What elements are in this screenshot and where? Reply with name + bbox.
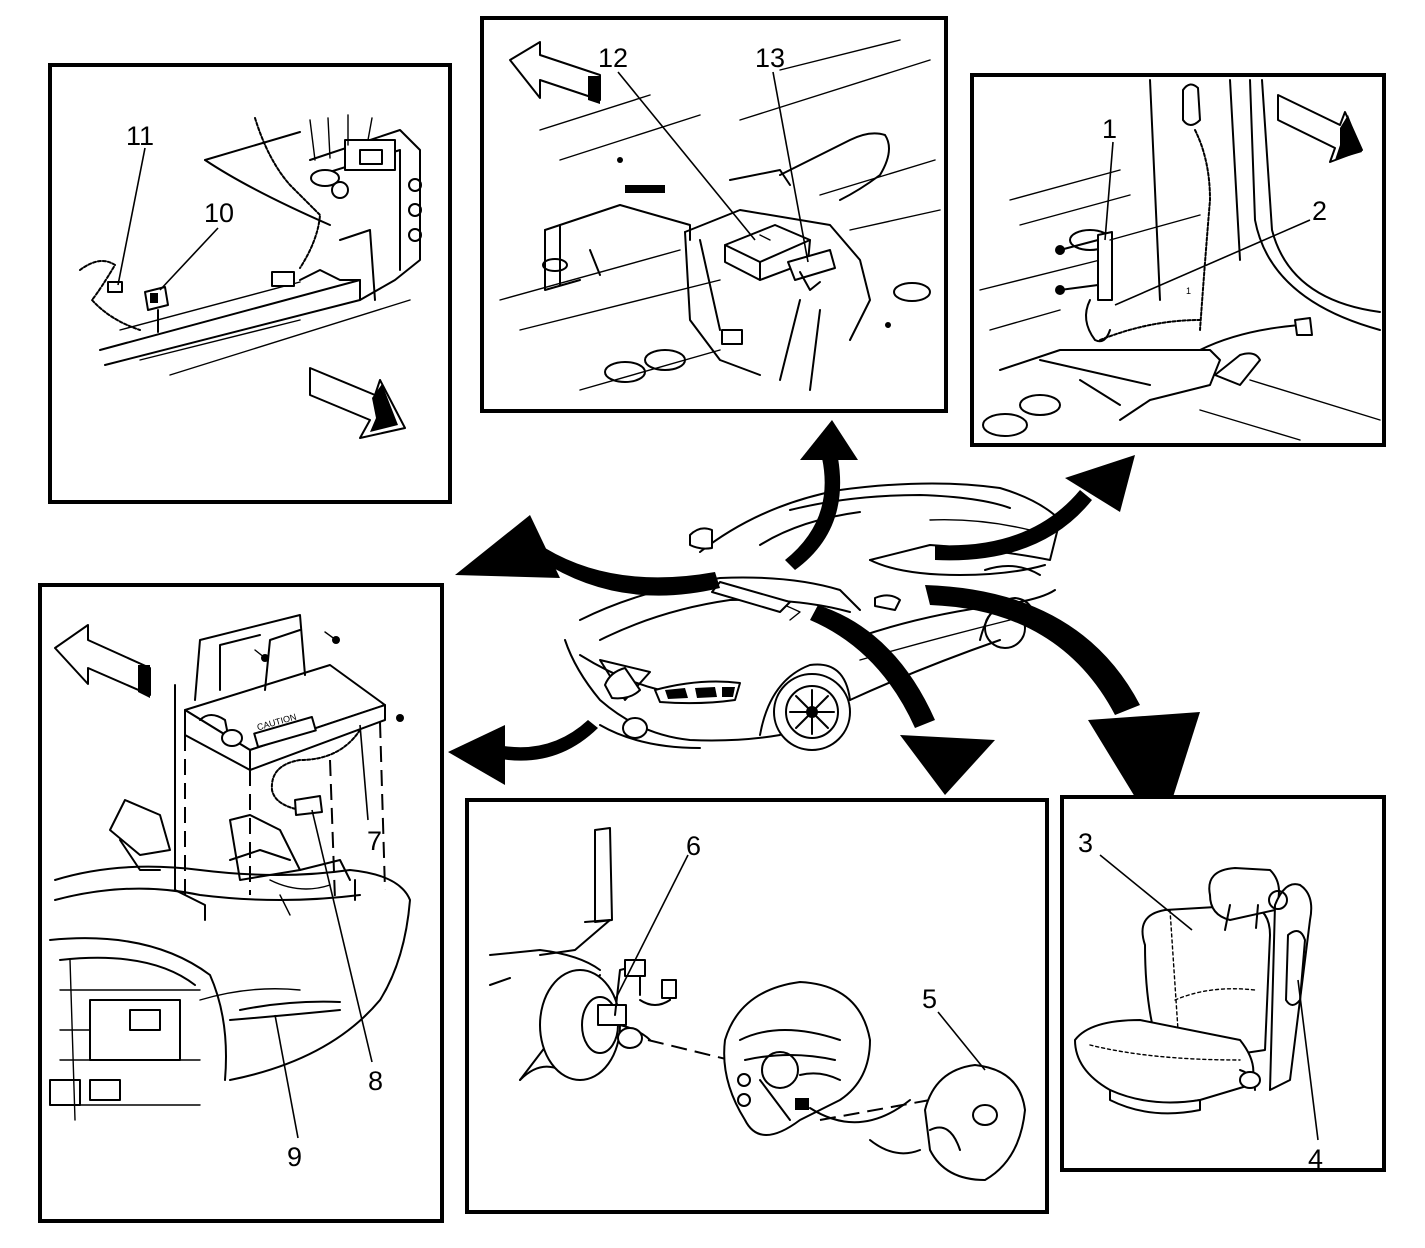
panel-instrument-panel-airbag: CAUTION [38, 583, 444, 1223]
callout-1: 1 [1102, 114, 1117, 144]
callout-2: 2 [1312, 196, 1327, 226]
callout-3: 3 [1078, 828, 1093, 858]
panel-rear-sensor-connector: 11 10 [48, 63, 452, 504]
panel-direction-arrow [54, 624, 151, 698]
callout-7: 7 [367, 826, 382, 856]
callout-6: 6 [686, 831, 701, 861]
panel-seat-side-airbag: 3 4 [1060, 795, 1386, 1174]
callout-4: 4 [1308, 1144, 1323, 1174]
arrow-to-bottom-center-panel [810, 605, 995, 795]
panel-direction-arrow [309, 367, 406, 439]
callout-13: 13 [755, 43, 785, 73]
arrow-to-upper-left-panel [455, 515, 720, 596]
panel-direction-arrow [1277, 94, 1363, 163]
curved-arrows [448, 420, 1200, 838]
callout-8: 8 [368, 1066, 383, 1096]
arrow-to-bottom-right-panel [925, 585, 1200, 838]
callout-11: 11 [126, 121, 154, 151]
panel-steering-wheel-airbag: 6 5 [465, 798, 1049, 1214]
callout-12: 12 [598, 43, 628, 73]
callout-10: 10 [204, 198, 234, 228]
panel-direction-arrow [509, 41, 601, 104]
panel-side-impact-sensor: 1 2 1 [970, 73, 1386, 447]
panel-sensing-diagnostic-module: 12 13 [480, 16, 948, 413]
callout-9: 9 [287, 1142, 302, 1172]
arrow-to-top-center-panel [785, 420, 858, 570]
wheel-spokes [789, 689, 835, 735]
svg-text:1: 1 [1186, 286, 1191, 296]
arrow-to-upper-right-panel [935, 455, 1135, 561]
arrow-to-middle-left-panel [448, 720, 598, 785]
callout-5: 5 [922, 984, 937, 1014]
